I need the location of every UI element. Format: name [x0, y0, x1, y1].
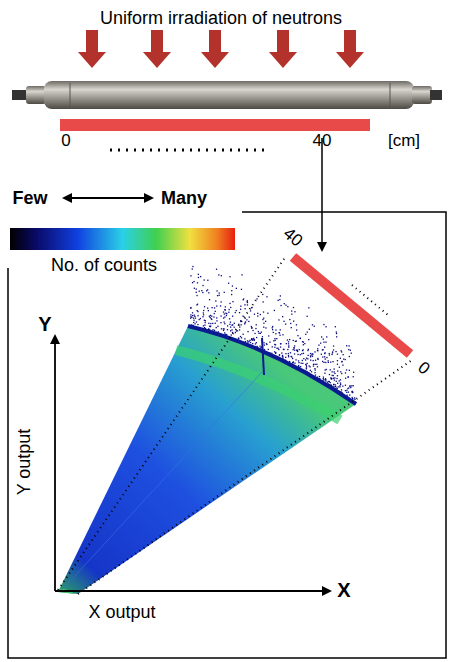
dotted-line	[110, 149, 268, 152]
x-axis	[55, 590, 330, 592]
scale-number: 40	[280, 224, 305, 249]
detector-tube	[12, 81, 442, 109]
unit-label: [cm]	[388, 132, 420, 149]
heading: Uniform irradiation of neutrons	[100, 9, 342, 27]
scale-number: 0	[415, 358, 433, 377]
axis-label: X output	[88, 603, 155, 621]
neutron-arrows	[78, 30, 364, 68]
plot-frame	[8, 212, 446, 658]
dotted-outline	[58, 256, 412, 594]
pointer-arrow	[321, 138, 323, 250]
sensitive-length-bar	[293, 257, 410, 354]
scale-number: 0	[61, 132, 70, 149]
scale-number: 40	[313, 132, 332, 149]
y-axis	[54, 336, 56, 591]
scale-label: Many	[161, 189, 207, 207]
axis-name: X	[337, 580, 350, 600]
double-arrow	[70, 197, 152, 199]
sensitive-length-bar	[60, 119, 370, 131]
colorbar-label: No. of counts	[51, 256, 157, 274]
axis-name: Y	[38, 314, 51, 334]
axis-label: Y output	[15, 429, 33, 496]
scale-label: Few	[12, 189, 47, 207]
color-scale	[10, 228, 235, 250]
